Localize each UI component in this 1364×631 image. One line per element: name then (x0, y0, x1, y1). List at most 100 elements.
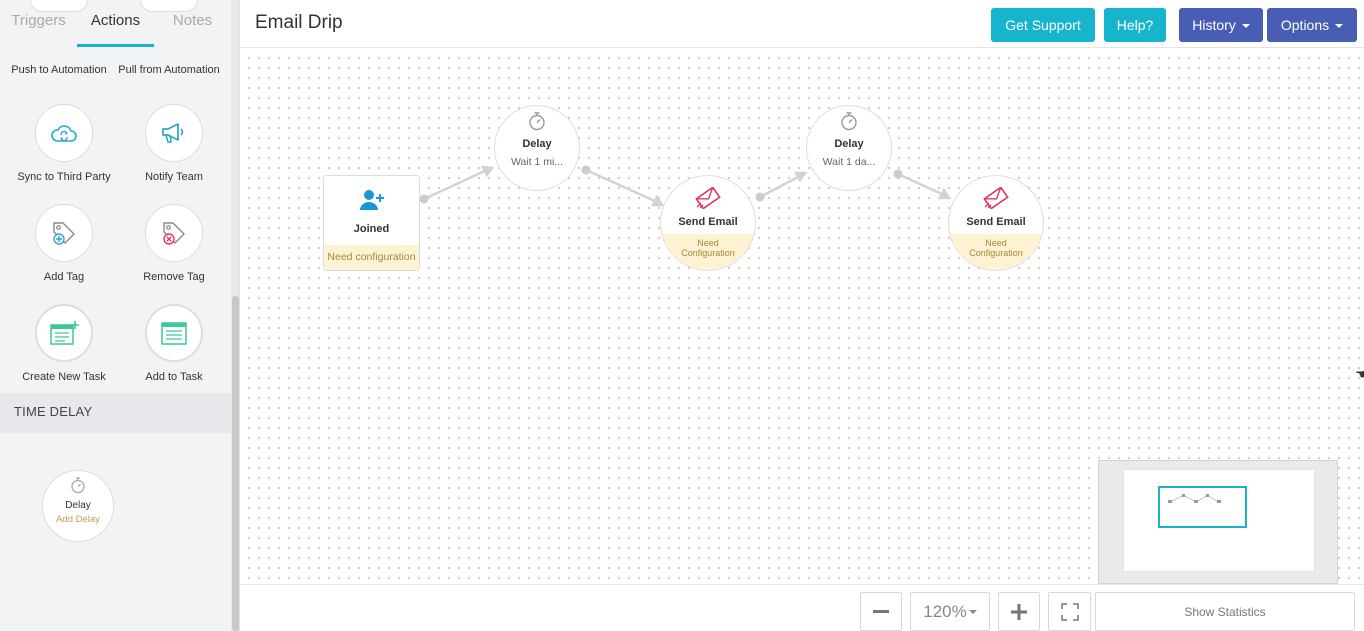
minus-icon (873, 609, 889, 613)
connector-delay2-email2 (897, 172, 945, 197)
action-label: Sync to Third Party (17, 171, 111, 183)
action-label: Pull from Automation (118, 64, 220, 76)
action-add-to-task[interactable]: Add to Task (115, 304, 233, 383)
node-status: Need configuration (324, 245, 419, 270)
node-subtitle: Wait 1 mi... (510, 156, 564, 168)
action-push-to-automation[interactable]: Push to Automation (0, 64, 118, 76)
task-add-icon (50, 321, 79, 345)
add-user-icon (359, 190, 384, 210)
node-status-line: Need (697, 238, 719, 248)
action-label: Remove Tag (143, 271, 205, 283)
tab-actions[interactable]: Actions (77, 0, 154, 48)
delay-tool[interactable]: Delay Add Delay (42, 470, 114, 542)
help-button[interactable]: Help? (1104, 8, 1166, 42)
node-send-email-1[interactable]: Send Email Need Configuration (660, 175, 756, 271)
action-add-tag[interactable]: Add Tag (5, 204, 123, 283)
pointer-cursor-icon: ☚ (1355, 366, 1364, 382)
minimap[interactable] (1098, 460, 1338, 584)
options-button[interactable]: Options (1267, 8, 1357, 42)
caret-down-icon (1335, 24, 1344, 29)
action-label: Push to Automation (11, 64, 107, 76)
action-notify-team[interactable]: Notify Team (115, 104, 233, 183)
connector-joined-delay1 (423, 168, 488, 201)
node-status-line: Configuration (681, 248, 735, 258)
arrow-head (480, 165, 495, 178)
caret-down-icon (1241, 24, 1250, 29)
port-dot (419, 194, 429, 204)
node-status-line: Need (985, 238, 1007, 248)
sidebar: Triggers Actions Notes Push to Automatio… (0, 0, 240, 631)
node-title: Joined (353, 223, 390, 235)
get-support-button[interactable]: Get Support (991, 8, 1095, 42)
arrow-head (793, 171, 808, 183)
tag-remove-icon (163, 222, 185, 245)
action-label: Add to Task (145, 371, 203, 383)
delay-tool-subtitle: Add Delay (56, 514, 100, 525)
port-dot (755, 192, 765, 202)
cloud-sync-icon (51, 125, 77, 142)
port-dot (893, 169, 903, 179)
stopwatch-icon (841, 112, 857, 131)
tab-notes[interactable]: Notes (172, 12, 213, 29)
bottom-toolbar: 120% Show Statistics (240, 584, 1364, 631)
action-label: Notify Team (145, 171, 203, 183)
tab-triggers[interactable]: Triggers (11, 12, 66, 29)
create-task-circle (35, 304, 93, 362)
header: Email Drip Get Support Help? History Opt… (240, 0, 1364, 48)
node-delay-2[interactable]: Delay Wait 1 da... (806, 105, 892, 191)
zoom-level-dropdown[interactable]: 120% (910, 592, 990, 631)
action-create-new-task[interactable]: Create New Task (5, 304, 123, 383)
pull-automation-circle[interactable] (140, 0, 198, 12)
send-email-icon (695, 186, 721, 210)
node-status: Need Configuration (661, 234, 755, 270)
connector-delay1-email1 (585, 168, 658, 204)
history-label: History (1192, 17, 1236, 33)
zoom-out-button[interactable] (860, 592, 902, 631)
notify-circle (145, 104, 203, 162)
action-sync-to-third-party[interactable]: Sync to Third Party (5, 104, 123, 183)
zoom-in-button[interactable] (998, 592, 1040, 631)
action-pull-from-automation[interactable]: Pull from Automation (110, 64, 228, 76)
stopwatch-icon (71, 477, 85, 494)
time-delay-header: TIME DELAY (0, 393, 231, 433)
sidebar-scrollbar[interactable] (231, 0, 239, 631)
node-joined[interactable]: Joined Need configuration (323, 175, 420, 271)
node-title: Delay (522, 138, 552, 150)
node-subtitle: Wait 1 da... (822, 156, 876, 168)
show-statistics-button[interactable]: Show Statistics (1095, 592, 1355, 631)
node-delay-1[interactable]: Delay Wait 1 mi... (494, 105, 580, 191)
connector-layer (419, 165, 952, 207)
stopwatch-icon (529, 112, 545, 131)
action-remove-tag[interactable]: Remove Tag (115, 204, 233, 283)
node-send-email-2[interactable]: Send Email Need Configuration (948, 175, 1044, 271)
fit-to-screen-button[interactable] (1048, 592, 1091, 631)
sidebar-scroll-thumb[interactable] (232, 296, 239, 631)
fullscreen-icon (1060, 602, 1079, 621)
send-email-icon (983, 186, 1009, 210)
page-title: Email Drip (255, 12, 343, 33)
caret-down-icon (968, 609, 977, 614)
port-dot (581, 165, 591, 175)
node-title: Send Email (678, 216, 738, 228)
megaphone-icon (162, 123, 184, 143)
node-title: Delay (834, 138, 864, 150)
minimap-viewport[interactable] (1158, 486, 1247, 528)
workflow-canvas[interactable]: Joined Need configuration Delay Wait 1 m… (240, 49, 1364, 584)
connector-email1-delay2 (759, 174, 801, 199)
arrow-head (937, 187, 952, 200)
minimap-nodes (1168, 494, 1221, 503)
add-to-task-circle (145, 304, 203, 362)
plus-icon (1011, 603, 1027, 620)
action-label: Add Tag (43, 271, 85, 283)
sync-circle (35, 104, 93, 162)
remove-tag-circle (145, 204, 203, 262)
add-tag-circle (35, 204, 93, 262)
arrow-head (650, 194, 665, 207)
push-automation-circle[interactable] (30, 0, 88, 12)
minimap-area (1123, 469, 1315, 572)
tag-add-icon (53, 222, 75, 245)
zoom-level-value: 120% (923, 601, 967, 621)
history-button[interactable]: History (1179, 8, 1263, 42)
action-label: Create New Task (22, 371, 106, 383)
options-label: Options (1280, 17, 1330, 33)
